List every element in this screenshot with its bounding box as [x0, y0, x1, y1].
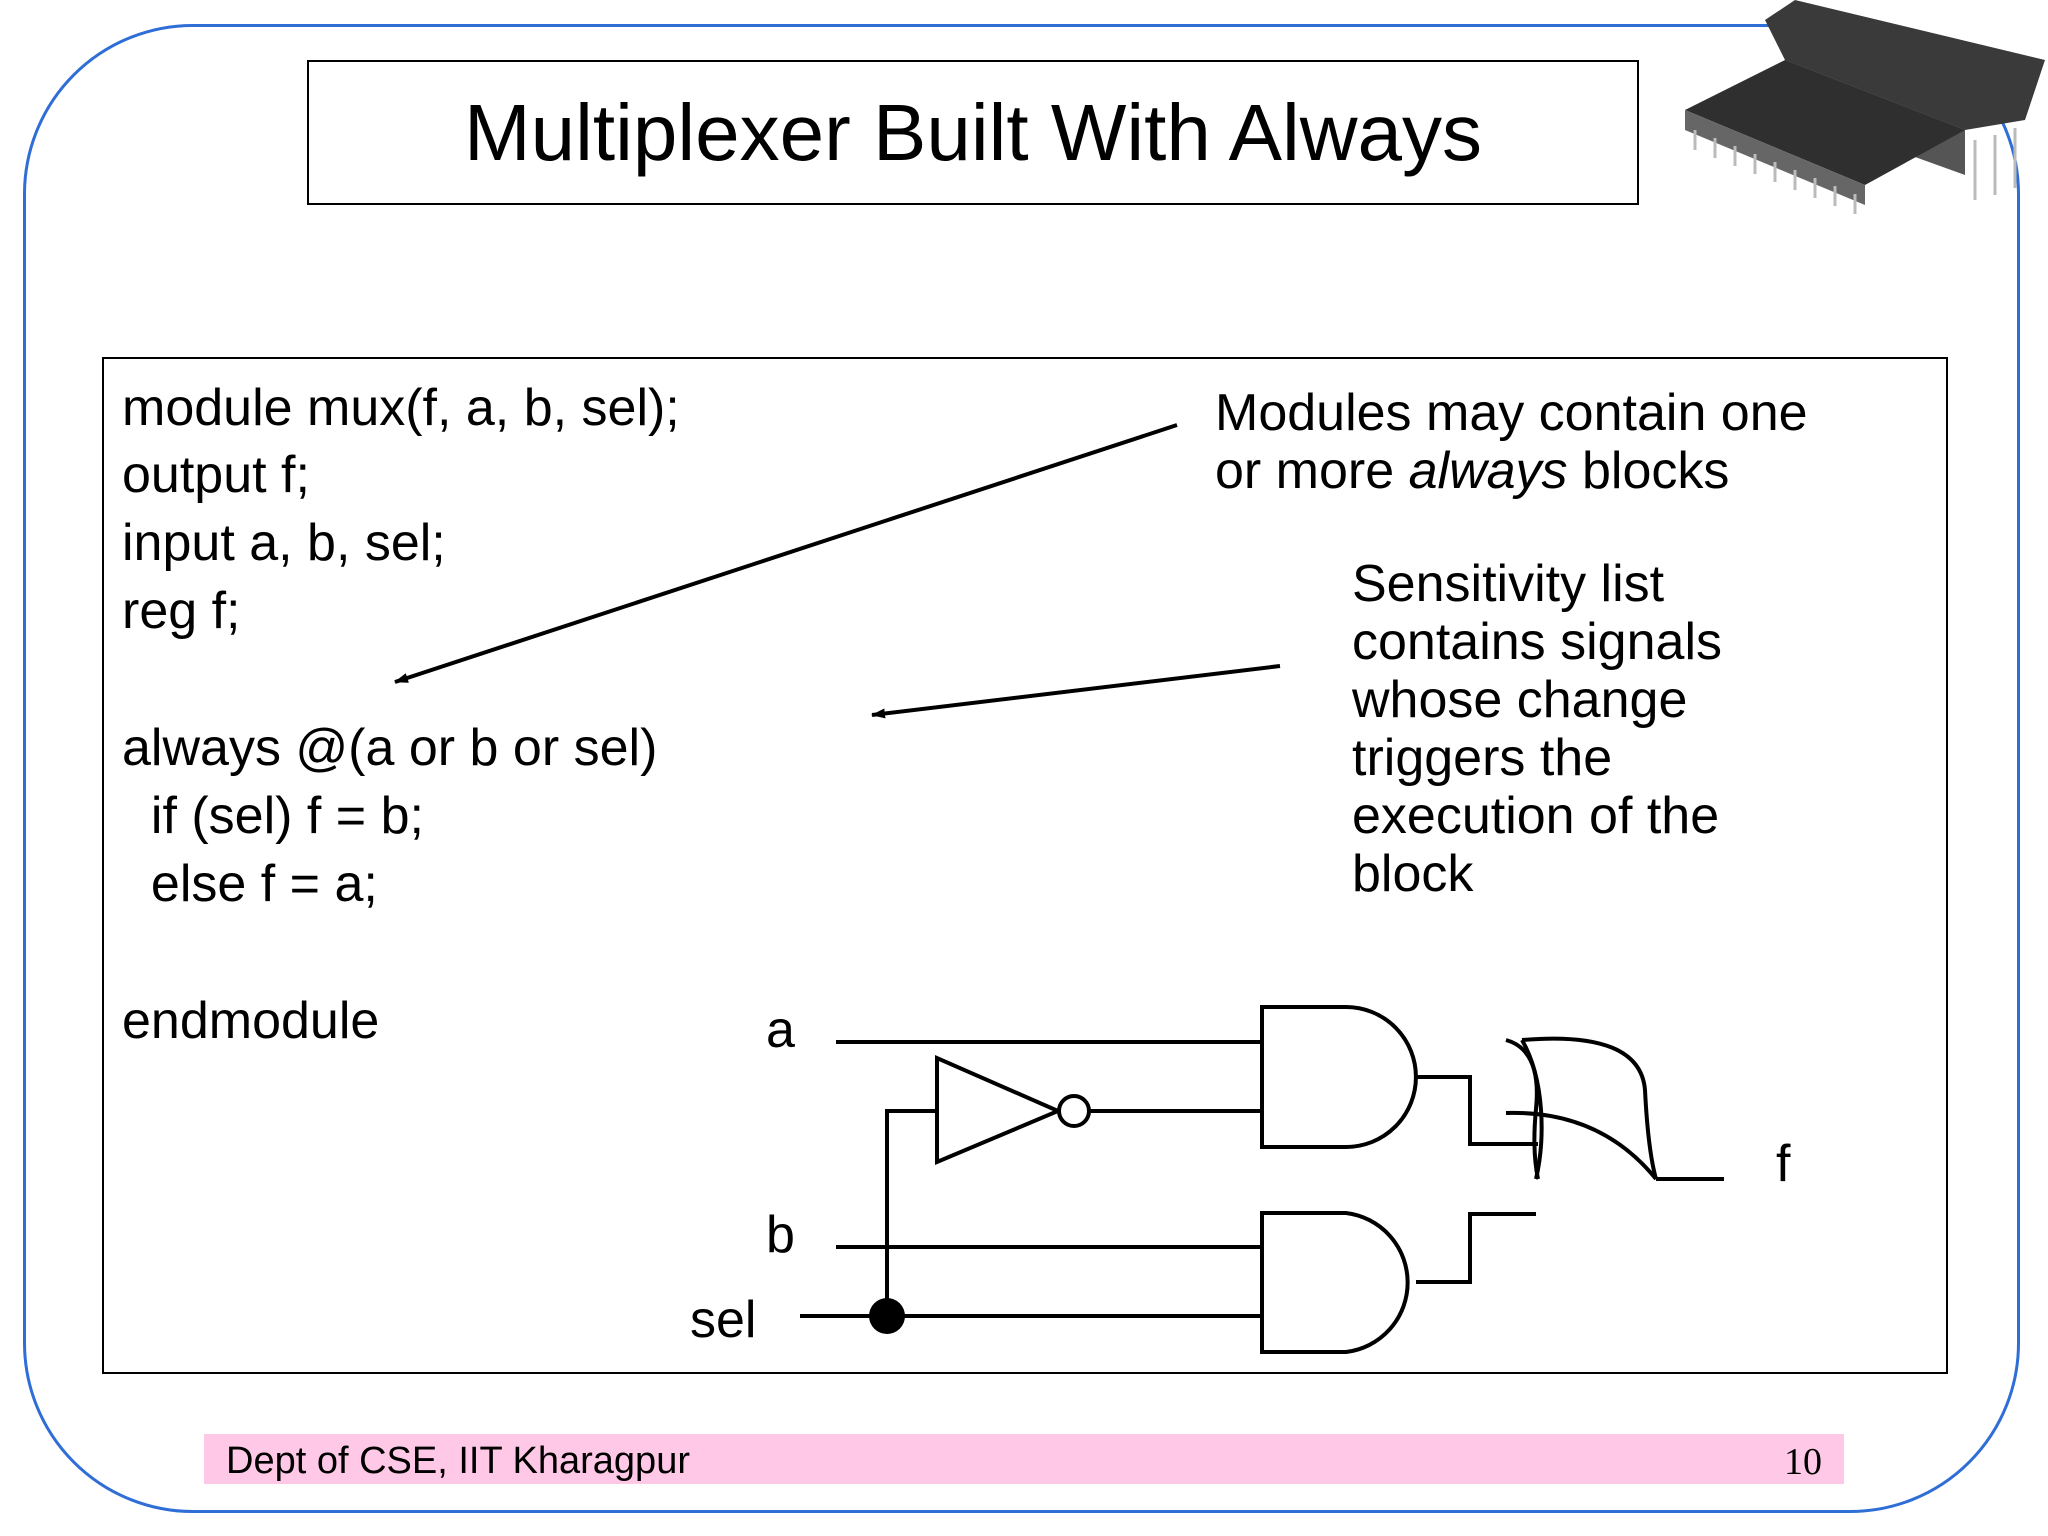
- code-line-input: input a, b, sel;: [122, 514, 446, 572]
- code-line-else: else f = a;: [122, 855, 378, 913]
- signal-label-f: f: [1776, 1135, 1791, 1193]
- signal-label-a: a: [766, 1001, 795, 1059]
- footer-bar: Dept of CSE, IIT Kharagpur 10: [204, 1434, 1844, 1484]
- footer-dept: Dept of CSE, IIT Kharagpur: [226, 1440, 690, 1482]
- note-sensitivity-line2: contains signals: [1352, 613, 1722, 671]
- footer-page-number: 10: [1784, 1441, 1822, 1483]
- note-modules-line2-post: blocks: [1567, 442, 1730, 500]
- note-modules-line2: or more always blocks: [1215, 442, 1729, 500]
- code-line-always: always @(a or b or sel): [122, 719, 658, 777]
- signal-label-sel: sel: [690, 1291, 757, 1349]
- note-modules-emphasis: always: [1408, 442, 1568, 500]
- chip-icon: [1685, 0, 2045, 214]
- signal-label-b: b: [766, 1206, 795, 1264]
- slide-title: Multiplexer Built With Always: [463, 87, 1483, 177]
- note-sensitivity-line1: Sensitivity list: [1352, 555, 1665, 613]
- code-line-reg: reg f;: [122, 582, 241, 640]
- code-line-module: module mux(f, a, b, sel);: [122, 379, 680, 437]
- code-line-output: output f;: [122, 446, 310, 504]
- content-box: [102, 357, 1948, 1374]
- note-sensitivity-line4: triggers the: [1352, 729, 1613, 787]
- note-modules-line1: Modules may contain one: [1215, 384, 1808, 442]
- note-sensitivity-line3: whose change: [1352, 671, 1688, 729]
- note-modules-line2-pre: or more: [1215, 442, 1409, 500]
- code-line-if: if (sel) f = b;: [122, 787, 424, 845]
- note-sensitivity-line5: execution of the: [1352, 787, 1720, 845]
- note-sensitivity-line6: block: [1352, 845, 1474, 903]
- code-line-endmodule: endmodule: [122, 992, 380, 1050]
- title-box: Multiplexer Built With Always: [307, 60, 1639, 205]
